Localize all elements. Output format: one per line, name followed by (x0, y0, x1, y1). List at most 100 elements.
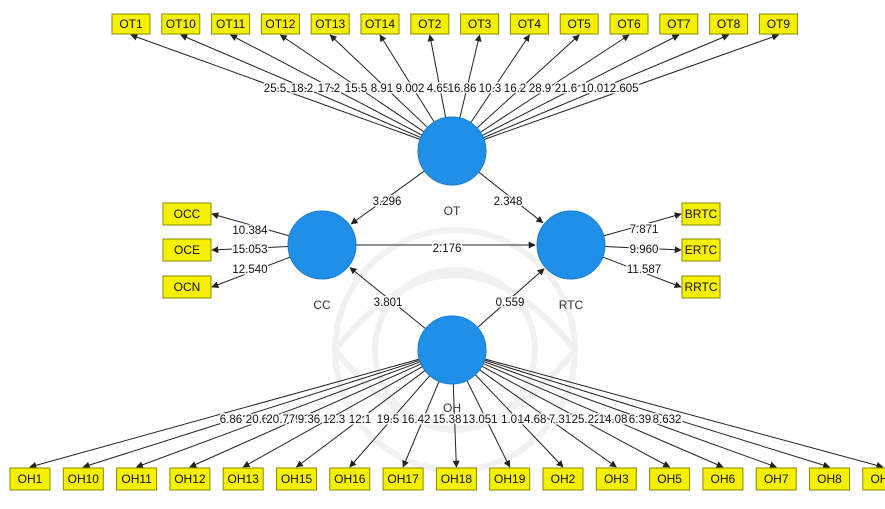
indicator-label: BRTC (685, 207, 718, 221)
loading-ot12: 15.5 (345, 83, 367, 95)
loading-brtc: 7.871 (630, 224, 659, 236)
indicator-ot2[interactable]: OT2 (410, 13, 450, 35)
loading-line-ot8 (483, 34, 730, 139)
indicator-oh12[interactable]: OH12 (169, 467, 211, 491)
indicator-oh15[interactable]: OH15 (276, 467, 317, 491)
indicator-label: OH6 (711, 472, 736, 486)
loading-ot5: 16.2 (504, 83, 526, 95)
loading-ot9: 12.605 (603, 83, 638, 95)
indicator-label: OH15 (281, 472, 313, 486)
indicator-ot13[interactable]: OT13 (310, 13, 350, 35)
indicator-ot8[interactable]: OT8 (709, 13, 749, 35)
indicator-oh1[interactable]: OH1 (9, 467, 51, 491)
indicator-box (162, 275, 212, 299)
indicator-ot4[interactable]: OT4 (509, 13, 549, 35)
indicator-label: OCC (174, 207, 201, 221)
loading-line-oh17 (402, 381, 440, 468)
latent-label-ot: OT (444, 204, 461, 218)
indicator-oh7[interactable]: OH7 (755, 467, 797, 491)
indicator-label: OCE (174, 243, 200, 257)
indicator-oh19[interactable]: OH19 (489, 467, 531, 491)
indicator-oh3[interactable]: OH3 (595, 467, 637, 491)
indicator-box (460, 13, 500, 35)
latent-circle (536, 210, 606, 280)
indicator-label: OH12 (174, 472, 206, 486)
indicator-oh11[interactable]: OH11 (116, 467, 158, 491)
indicator-label: OH16 (334, 472, 366, 486)
loading-oh11: 20.779 (266, 414, 301, 426)
indicator-label: OT5 (568, 17, 592, 31)
indicator-ot10[interactable]: OT10 (161, 13, 201, 35)
indicator-ot6[interactable]: OT6 (609, 13, 649, 35)
indicator-box (542, 467, 584, 491)
indicator-box (111, 13, 151, 35)
indicator-label: OH18 (441, 472, 473, 486)
indicator-label: OH3 (604, 472, 629, 486)
indicator-label: OH8 (817, 472, 842, 486)
loading-oh10: 20.6 (246, 414, 268, 426)
loading-ot8: 10.0 (581, 83, 603, 95)
loading-oh1: 6.86 (220, 414, 242, 426)
loading-oh13: 12.3 (323, 414, 345, 426)
indicator-label: OT6 (617, 17, 641, 31)
loading-line-oh1 (29, 358, 420, 469)
indicator-label: OH1 (18, 472, 43, 486)
indicator-oh2[interactable]: OH2 (542, 467, 584, 491)
indicator-ocn[interactable]: OCN (162, 275, 212, 299)
indicator-label: OCN (174, 280, 201, 294)
indicator-label: OT14 (365, 17, 395, 31)
indicator-oh18[interactable]: OH18 (435, 467, 477, 491)
indicator-ot1[interactable]: OT1 (111, 13, 151, 35)
indicator-ot5[interactable]: OT5 (559, 13, 599, 35)
indicator-box (709, 13, 749, 35)
loading-line-ot7 (481, 34, 680, 136)
loading-line-oh11 (135, 361, 421, 469)
loading-oh3: 14.68 (518, 414, 547, 426)
latent-oh[interactable]: OH (417, 315, 487, 415)
loading-line-oh16 (349, 375, 431, 468)
indicator-oh8[interactable]: OH8 (809, 467, 850, 491)
loading-oh17: 16.42 (402, 414, 431, 426)
indicator-label: OH9 (870, 472, 885, 486)
indicator-ot9[interactable]: OT9 (758, 13, 798, 35)
indicator-oh17[interactable]: OH17 (382, 467, 424, 491)
loading-ot3: 16.86 (448, 83, 477, 95)
latent-ot[interactable]: OT (417, 116, 487, 218)
loading-oh18: 15.38 (433, 414, 462, 426)
path-ot-to-rtc (478, 171, 544, 224)
indicator-box (559, 13, 599, 35)
indicator-label: OT12 (265, 17, 295, 31)
latent-cc[interactable]: CC (287, 210, 357, 312)
path-ot-to-cc (350, 170, 425, 225)
indicator-oh9[interactable]: OH9 (862, 467, 885, 491)
indicator-brtc[interactable]: BRTC (681, 202, 721, 226)
indicator-rrtc[interactable]: RRTC (681, 275, 721, 299)
indicator-box (410, 13, 450, 35)
indicator-label: OT4 (518, 17, 542, 31)
indicator-ot12[interactable]: OT12 (260, 13, 300, 35)
loading-line-ot12 (279, 34, 425, 133)
path-oh-to-cc (349, 267, 426, 330)
indicator-ertc[interactable]: ERTC (681, 238, 721, 262)
indicator-label: RRTC (684, 280, 717, 294)
indicator-ot7[interactable]: OT7 (659, 13, 699, 35)
latent-rtc[interactable]: RTC (536, 210, 606, 312)
loading-line-ot2 (427, 34, 447, 118)
indicator-ot14[interactable]: OT14 (360, 13, 400, 35)
loading-rrtc: 11.587 (627, 264, 661, 276)
indicator-oh10[interactable]: OH10 (62, 467, 104, 491)
loading-line-ot14 (379, 34, 435, 123)
indicator-oh16[interactable]: OH16 (329, 467, 371, 491)
indicator-ot3[interactable]: OT3 (460, 13, 500, 35)
indicator-occ[interactable]: OCC (162, 202, 212, 226)
indicator-ot11[interactable]: OT11 (211, 13, 251, 35)
indicator-oh5[interactable]: OH5 (649, 467, 691, 491)
loading-oce: 15.053 (232, 244, 267, 256)
indicator-box (9, 467, 51, 491)
indicator-box (509, 13, 549, 35)
indicator-oce[interactable]: OCE (162, 238, 212, 262)
loading-line-ot11 (229, 34, 423, 136)
indicator-oh13[interactable]: OH13 (222, 467, 264, 491)
loading-line-ot6 (480, 34, 630, 133)
indicator-oh6[interactable]: OH6 (702, 467, 744, 491)
